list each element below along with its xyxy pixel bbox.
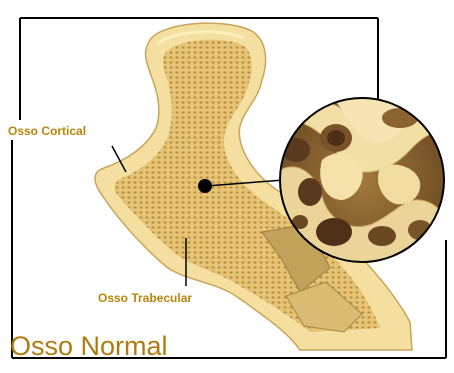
label-osso-trabecular: Osso Trabecular bbox=[98, 291, 192, 305]
magnifier-focus-dot bbox=[198, 179, 212, 193]
diagram-title: Osso Normal bbox=[10, 331, 168, 362]
label-osso-cortical: Osso Cortical bbox=[8, 124, 86, 138]
